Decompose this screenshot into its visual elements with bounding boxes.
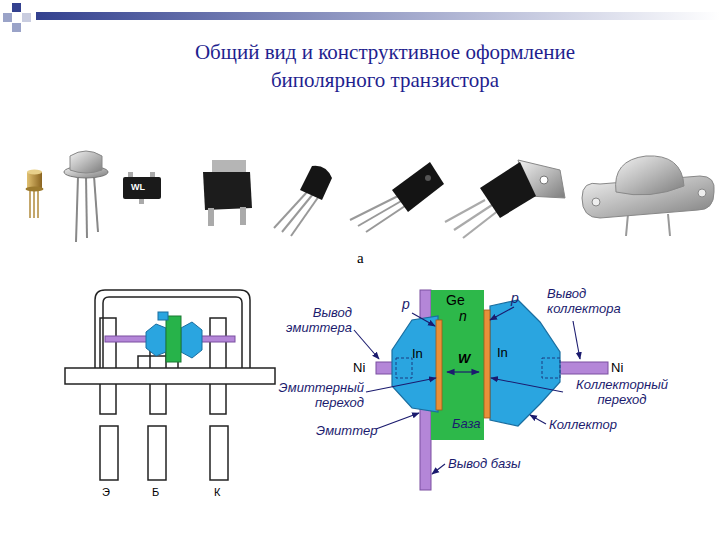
leader-lines — [573, 321, 580, 359]
figure-letter: а — [357, 250, 364, 268]
part-name: Вывод коллектора — [547, 286, 651, 317]
transistor-structure — [376, 290, 608, 490]
part-name: Эмиттерный переход — [248, 380, 364, 411]
chip-marking: WL — [131, 182, 145, 193]
housing-cross-section — [100, 426, 118, 480]
to92-transistor — [291, 196, 319, 236]
to18-transistor — [27, 170, 42, 175]
pin-name: К — [214, 486, 220, 499]
housing-cross-section — [166, 316, 181, 362]
to92-transistor — [300, 166, 332, 200]
template-decoration — [12, 23, 21, 32]
dpak-transistor — [203, 160, 252, 226]
leader-lines — [412, 313, 435, 326]
pin-name: Э — [102, 486, 110, 499]
template-decoration — [3, 13, 12, 22]
to220-transistor — [454, 205, 492, 230]
housing-cross-section — [148, 426, 166, 480]
leader-lines — [490, 307, 514, 320]
to18-transistor — [29, 190, 31, 218]
dpak-transistor — [208, 208, 214, 226]
dimension-label: W — [458, 351, 470, 366]
transistor-structure — [490, 300, 560, 426]
material-label: Ni — [353, 360, 365, 375]
leader-lines — [376, 413, 419, 429]
transistor-structure — [396, 358, 412, 378]
housing-cross-section — [103, 297, 242, 372]
material-label: In — [497, 345, 508, 360]
to126-transistor — [366, 204, 408, 232]
to18-transistor — [33, 190, 35, 218]
transistor-structure — [392, 316, 438, 412]
housing-cross-section — [181, 322, 202, 358]
sot23-transistor — [123, 177, 161, 199]
template-decoration — [12, 3, 21, 12]
material-label: Ni — [611, 360, 623, 375]
material-label: In — [412, 346, 423, 361]
to3-transistor — [592, 198, 600, 206]
part-name: Вывод эмиттера — [266, 305, 352, 336]
to3-transistor — [698, 189, 706, 197]
to3-transistor — [626, 214, 628, 236]
leader-lines — [491, 378, 563, 392]
to3-transistor — [668, 214, 670, 236]
template-decoration — [22, 13, 31, 22]
leader-lines — [432, 464, 445, 474]
type-label: n — [459, 308, 467, 325]
part-name: Вывод базы — [448, 456, 521, 471]
to5-transistor — [86, 176, 87, 238]
part-name: Коллектор — [549, 417, 617, 432]
type-label: p — [511, 290, 519, 307]
material-label: Ge — [446, 292, 465, 309]
leader-lines — [530, 415, 546, 424]
to3-transistor — [582, 156, 714, 236]
housing-cross-section — [210, 426, 228, 480]
to220-transistor — [445, 200, 485, 222]
part-name: База — [452, 416, 481, 431]
dpak-transistor — [212, 160, 246, 174]
leader-lines — [354, 330, 379, 359]
to126-transistor — [425, 175, 431, 181]
to92-transistor — [274, 166, 332, 236]
housing-cross-section — [146, 324, 166, 356]
transistor-structure — [431, 290, 484, 440]
housing-cross-section — [158, 312, 168, 320]
housing-cross-section — [210, 318, 226, 414]
template-decoration — [3, 3, 720, 32]
transistor-structure — [556, 362, 608, 374]
to5-transistor — [76, 176, 78, 242]
to126-transistor — [350, 162, 444, 232]
type-label: p — [402, 296, 410, 313]
dpak-transistor — [203, 172, 252, 210]
leader-lines — [366, 378, 436, 392]
transistor-structure — [447, 371, 479, 372]
part-name: Коллекторный переход — [566, 377, 678, 408]
to18-transistor — [26, 187, 44, 192]
to18-transistor — [26, 170, 44, 219]
to220-transistor — [540, 176, 548, 184]
dpak-transistor — [240, 207, 246, 225]
to220-transistor — [445, 160, 565, 238]
housing-cross-section — [65, 290, 275, 480]
transistor-structure — [542, 358, 560, 378]
transistor-structure — [484, 310, 490, 418]
slide-title: Общий вид и конструктивное оформление би… — [160, 38, 610, 94]
housing-cross-section — [95, 290, 250, 372]
housing-cross-section — [65, 368, 275, 384]
transistor-structure — [436, 320, 442, 410]
to5-transistor — [94, 176, 98, 232]
part-name: Эмиттер — [316, 423, 377, 438]
to220-transistor — [463, 210, 499, 238]
template-decoration — [36, 12, 720, 20]
to220-transistor — [480, 162, 536, 218]
to126-transistor — [392, 162, 444, 212]
to5-transistor — [64, 151, 108, 242]
to3-transistor — [616, 156, 684, 195]
sot23-transistor — [123, 172, 161, 204]
to5-transistor — [70, 151, 102, 173]
to18-transistor — [37, 190, 39, 218]
pin-name: Б — [152, 486, 159, 499]
leader-lines — [354, 307, 580, 474]
